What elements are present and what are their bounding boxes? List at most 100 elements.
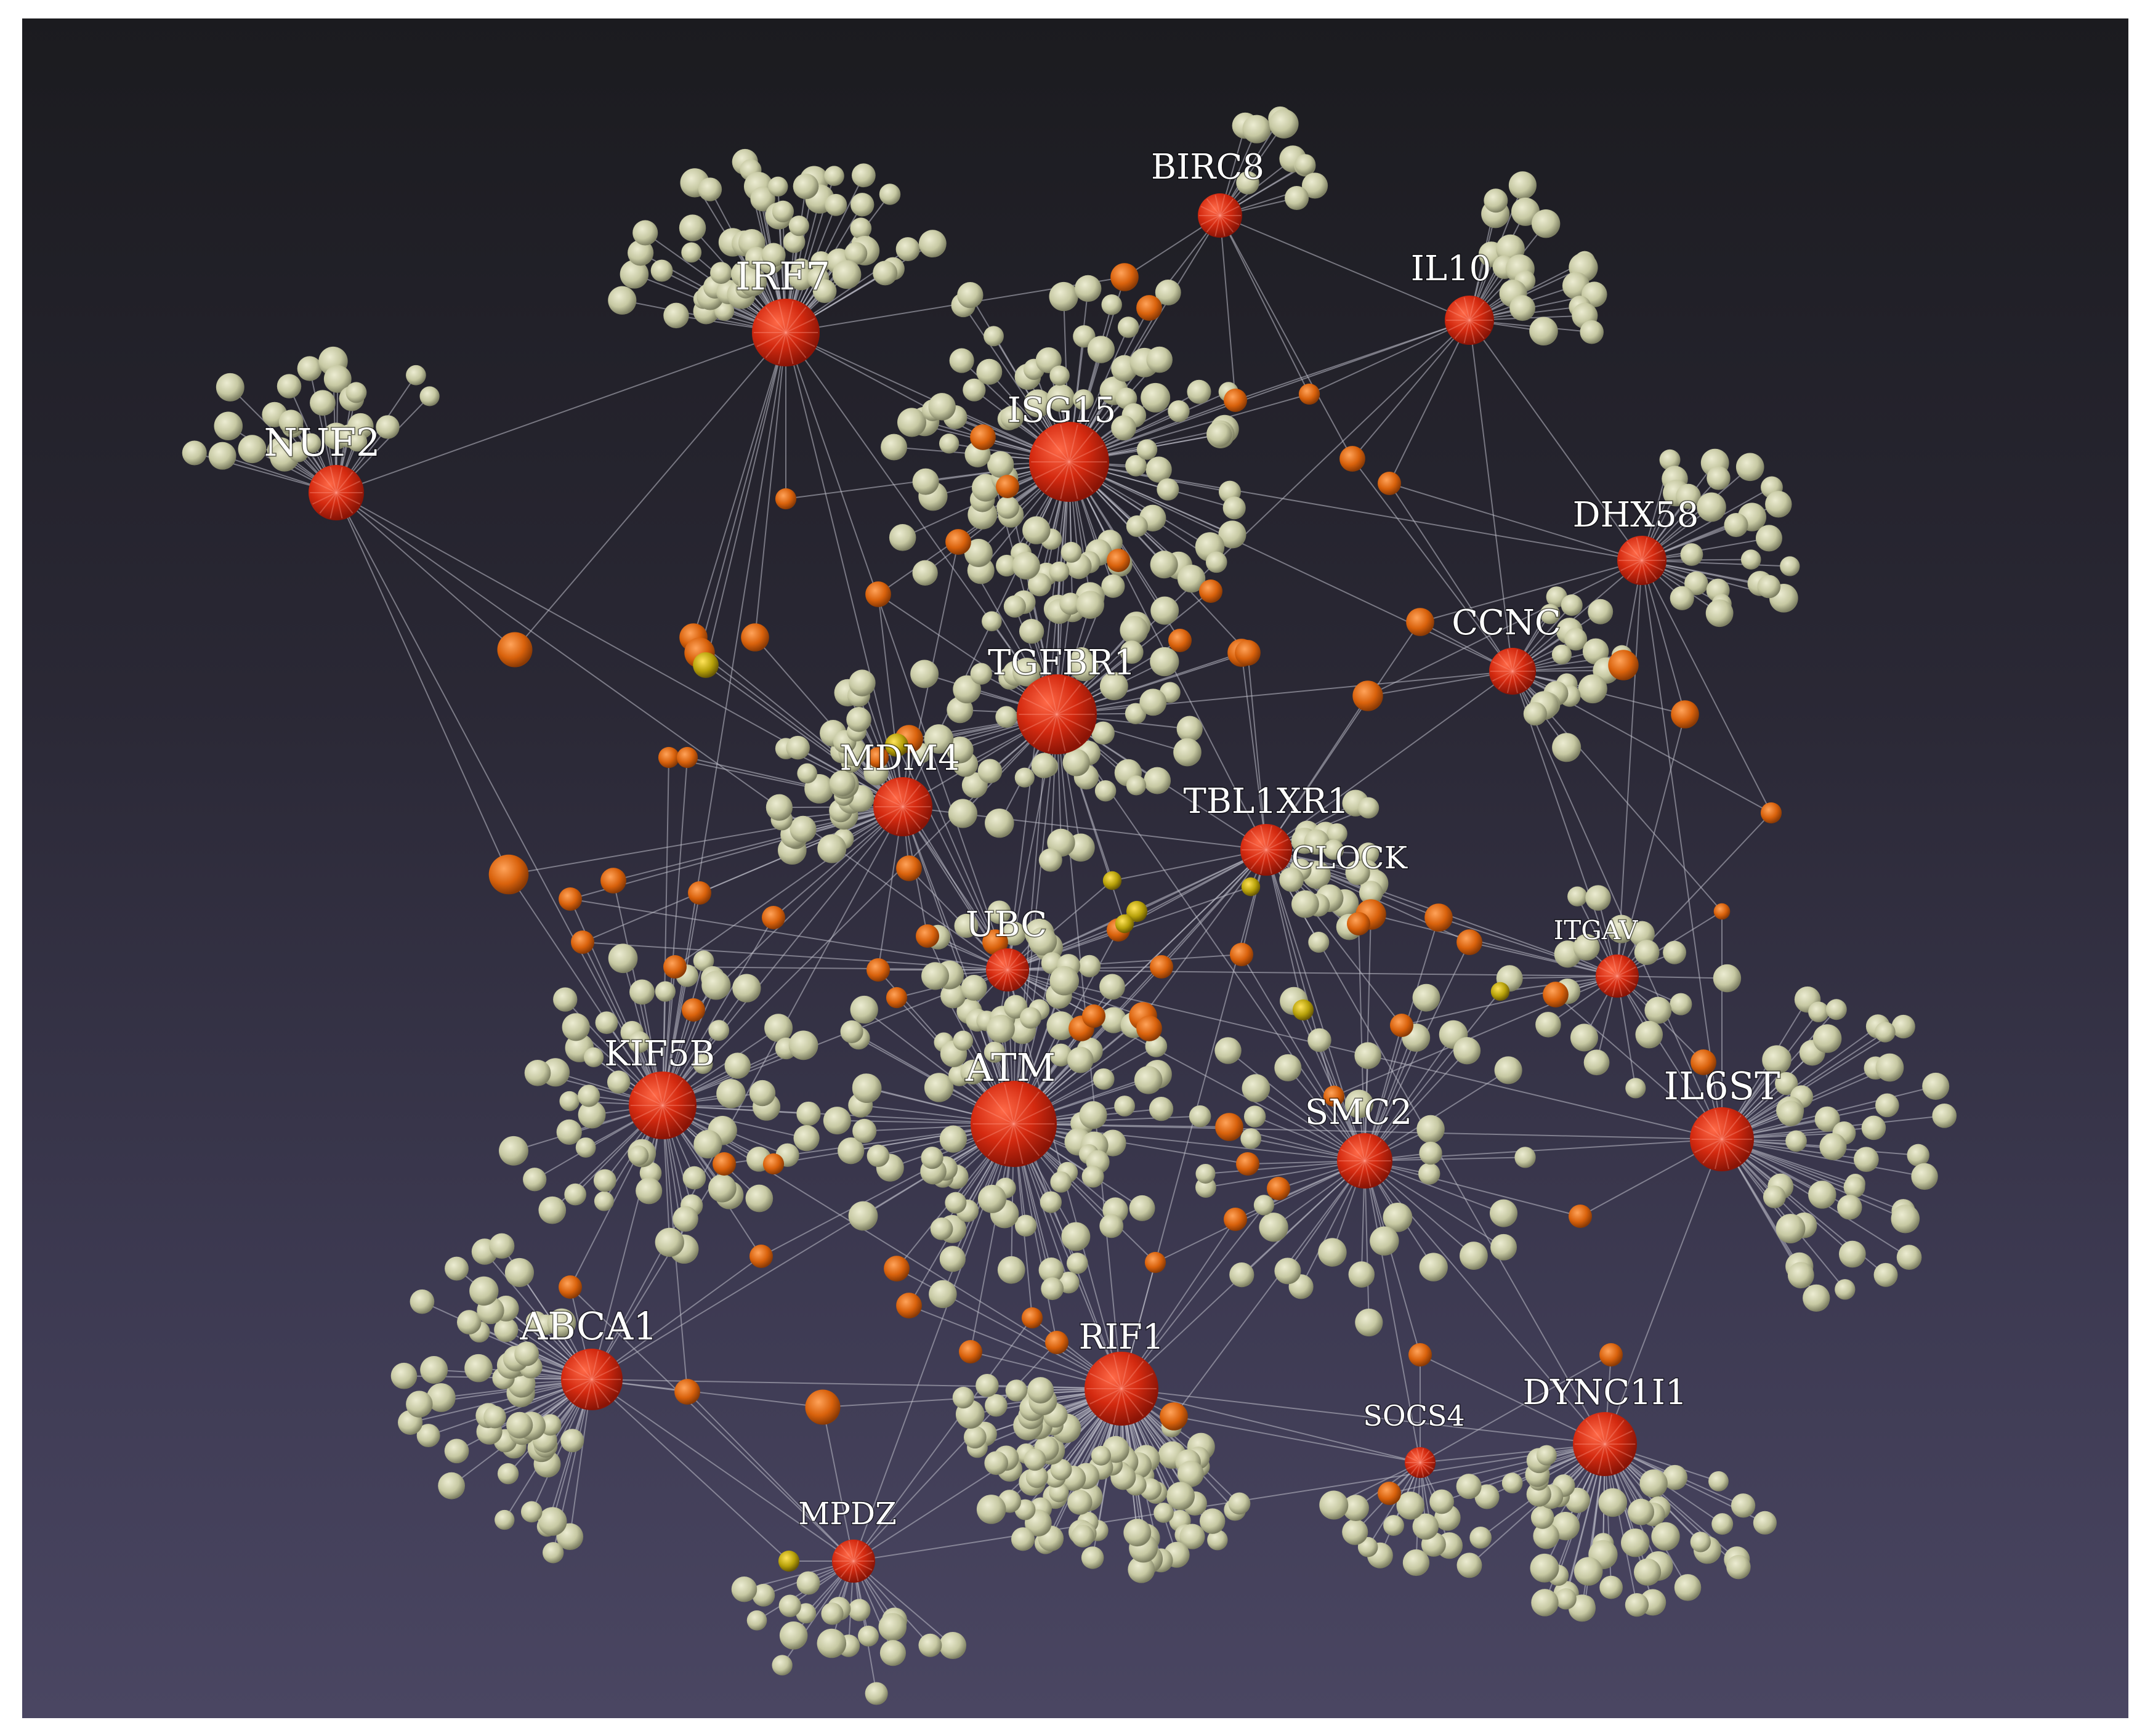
- leaf-node: [1125, 703, 1147, 724]
- connector-node: [1224, 1208, 1247, 1231]
- leaf-node: [1319, 1490, 1349, 1520]
- connector-edge: [1235, 320, 1470, 401]
- leaf-node: [1757, 575, 1781, 599]
- leaf-node: [543, 1542, 564, 1564]
- leaf-edge: [1721, 1026, 1904, 1140]
- connector-edge: [674, 806, 903, 967]
- connector-edge: [1124, 849, 1267, 924]
- hub-ray: [976, 1123, 1014, 1142]
- leaf-node: [1344, 1089, 1373, 1118]
- hub-ray: [834, 1560, 854, 1571]
- connector-node-yellow: [885, 733, 908, 757]
- hub-ray: [1022, 697, 1057, 715]
- hub-label-irf7: IRF7: [735, 254, 830, 299]
- leaf-node: [1069, 652, 1099, 682]
- leaf-node: [1670, 993, 1692, 1015]
- connector-node: [688, 881, 711, 905]
- hub-ray: [778, 301, 786, 333]
- connector-edge: [761, 1123, 1014, 1257]
- hub-ray: [1577, 1443, 1606, 1458]
- hub-ray: [1410, 1462, 1421, 1475]
- leaf-node: [1187, 379, 1211, 404]
- leaf-node: [1050, 1171, 1072, 1193]
- hub-ray: [1585, 1419, 1606, 1445]
- leaf-node: [850, 193, 875, 217]
- leaf-node: [1726, 1554, 1751, 1580]
- connector-node: [1339, 446, 1365, 472]
- leaf-node: [1588, 599, 1614, 624]
- leaf-node: [1419, 1141, 1442, 1165]
- hub-ray: [1113, 1354, 1122, 1389]
- leaf-node: [924, 724, 954, 754]
- connector-node: [571, 931, 594, 954]
- leaf-edge: [1721, 1139, 1846, 1290]
- hub-edge: [1121, 1388, 1421, 1463]
- hub-ray: [662, 1105, 692, 1120]
- hub-ray: [1617, 975, 1636, 986]
- connector-edge: [591, 1163, 725, 1380]
- leaf-node: [1564, 628, 1588, 651]
- hub-ray: [591, 1379, 599, 1408]
- leaf-node: [1383, 1515, 1404, 1536]
- hub-ray: [994, 953, 1008, 971]
- leaf-node: [1490, 1233, 1517, 1261]
- leaf-node: [1711, 1513, 1734, 1535]
- leaf-node: [867, 1144, 890, 1168]
- leaf-node: [1731, 1493, 1756, 1518]
- connector-node: [1691, 1049, 1716, 1075]
- hub-ray: [336, 492, 343, 519]
- leaf-node: [1713, 964, 1742, 993]
- hub-ray: [1498, 671, 1513, 689]
- leaf-node: [783, 231, 806, 253]
- hub-edge: [591, 1379, 854, 1562]
- leaf-node: [1087, 336, 1115, 363]
- leaf-node: [1531, 209, 1561, 238]
- leaf-node: [987, 900, 1011, 924]
- leaf-node: [1117, 317, 1139, 338]
- leaf-node: [821, 1602, 844, 1625]
- hub-ray: [312, 480, 337, 493]
- leaf-node: [1484, 188, 1508, 213]
- hub-ray: [976, 1105, 1014, 1124]
- leaf-node: [1153, 1503, 1174, 1523]
- leaf-node: [996, 554, 1018, 577]
- hub-ray: [1121, 1388, 1144, 1417]
- connector-edge: [1469, 942, 1618, 977]
- leaf-node: [1354, 1042, 1381, 1069]
- hub-node-nuf2: [309, 465, 364, 520]
- leaf-node: [786, 735, 810, 760]
- hub-ray: [1641, 541, 1657, 561]
- leaf-node: [277, 374, 302, 398]
- leaf-node: [1621, 1528, 1650, 1557]
- connector-node: [749, 1245, 773, 1268]
- hub-ray: [1099, 1388, 1122, 1417]
- leaf-node: [1357, 842, 1380, 865]
- hub-ray: [1604, 1430, 1633, 1445]
- hub-ray: [1626, 541, 1642, 561]
- leaf-node: [881, 434, 908, 461]
- connector-node-yellow: [1241, 877, 1261, 897]
- hub-ray: [1056, 677, 1066, 715]
- leaf-node: [1552, 733, 1582, 762]
- connector-edge: [699, 332, 786, 653]
- hub-ray: [1598, 975, 1618, 986]
- leaf-node: [796, 1603, 817, 1624]
- connector-node-yellow: [693, 652, 719, 678]
- leaf-node: [793, 173, 819, 200]
- leaf-node: [1114, 1096, 1135, 1116]
- leaf-node: [844, 241, 868, 265]
- connector-node: [658, 746, 680, 769]
- leaf-node: [278, 410, 304, 435]
- hub-label-dync1i1: DYNC1I1: [1522, 1373, 1687, 1413]
- leaf-node: [778, 1594, 801, 1617]
- hub-ray: [1512, 649, 1519, 672]
- leaf-node: [438, 1472, 466, 1500]
- hub-ray: [1694, 1139, 1723, 1153]
- leaf-node: [1146, 346, 1173, 373]
- leaf-node: [1724, 513, 1748, 538]
- leaf-node: [323, 365, 352, 393]
- hub-ray: [1032, 684, 1057, 715]
- leaf-node: [964, 538, 993, 567]
- connector-node: [1107, 549, 1130, 572]
